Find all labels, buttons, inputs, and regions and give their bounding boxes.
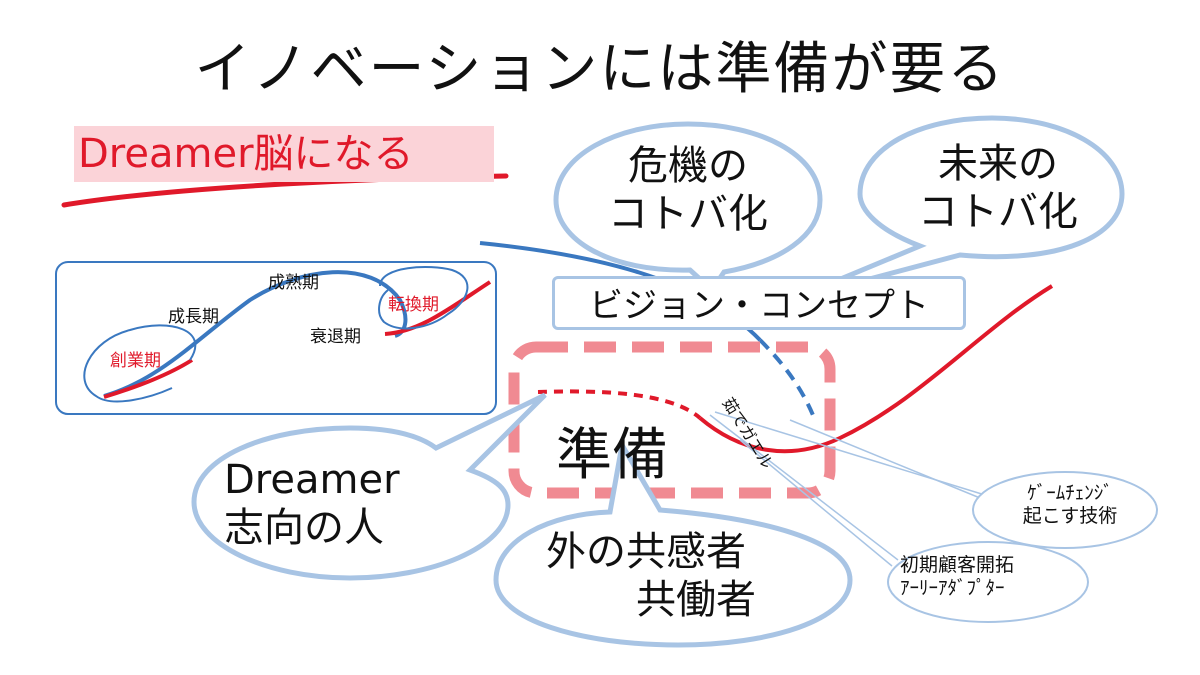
bubble-kokyaku-shape: [887, 541, 1089, 623]
vision-concept-box: ビジョン・コンセプト: [552, 276, 966, 330]
red-dashed-start: [537, 389, 702, 420]
pointer-line: [739, 439, 893, 567]
bubble-kiki-text: 危機の コトバ化: [588, 142, 788, 238]
label-seijuku: 成熟期: [268, 273, 319, 293]
sogyo-circle: [83, 324, 197, 403]
junbi-box: [508, 341, 836, 499]
bubble-game-text: ｹﾞｰﾑﾁｪﾝｼﾞ 起こす技術: [995, 482, 1145, 528]
bubble-kiki-line2: コトバ化: [608, 191, 768, 237]
bubble-kyokan-text: 外の共感者 共働者: [546, 528, 806, 624]
label-sogyo: 創業期: [110, 351, 161, 371]
blue-decline-dashed: [758, 338, 817, 421]
bubble-mirai-text: 未来の コトバ化: [898, 140, 1098, 236]
bubble-mirai-line2: コトバ化: [918, 189, 1078, 235]
bubble-dreamer-line2: 志向の人: [224, 505, 384, 551]
bubble-kyokan-shape: [493, 437, 853, 648]
bubble-kokyaku-line2: ｱｰﾘｰｱﾀﾞﾌﾟﾀｰ: [900, 576, 1005, 599]
lifecycle-curve: [103, 270, 408, 398]
bubble-game-line1: ｹﾞｰﾑﾁｪﾝｼﾞ: [1027, 482, 1113, 504]
pointer-line: [709, 414, 899, 561]
bubble-dreamer-shape: [191, 392, 547, 581]
pointer-line: [789, 419, 981, 499]
bubble-kokyaku-text: 初期顧客開拓 ｱｰﾘｰｱﾀﾞﾌﾟﾀｰ: [900, 554, 1070, 600]
tenkan-circle: [378, 266, 469, 330]
bubble-game-line2: 起こす技術: [1022, 504, 1118, 527]
bubble-mirai-line1: 未来の: [938, 141, 1058, 187]
junbi-label: 準備: [556, 423, 668, 488]
bubble-kiki-line1: 危機の: [628, 143, 748, 189]
bubble-kokyaku-line1: 初期顧客開拓: [900, 554, 1015, 576]
bubble-mirai-shape: [789, 115, 1125, 303]
bubble-dreamer-line1: Dreamer: [224, 457, 400, 503]
label-seicho: 成長期: [168, 307, 219, 327]
bubble-game-shape: [972, 471, 1158, 549]
page-title: イノベーションには準備が要る: [194, 37, 1006, 102]
dreamer-brain-label: Dreamer脳になる: [74, 126, 494, 182]
bubble-kiki-shape: [553, 121, 823, 294]
label-tenkan: 転換期: [388, 295, 439, 315]
label-suitai: 衰退期: [310, 327, 361, 347]
bubble-kyokan-line2: 共働者: [636, 577, 756, 623]
bubble-dreamer-text: Dreamer 志向の人: [224, 456, 464, 552]
bubble-kyokan-line1: 外の共感者: [546, 529, 746, 575]
lifecycle-transition-red: [384, 280, 492, 336]
lifecycle-start-red: [103, 358, 194, 399]
